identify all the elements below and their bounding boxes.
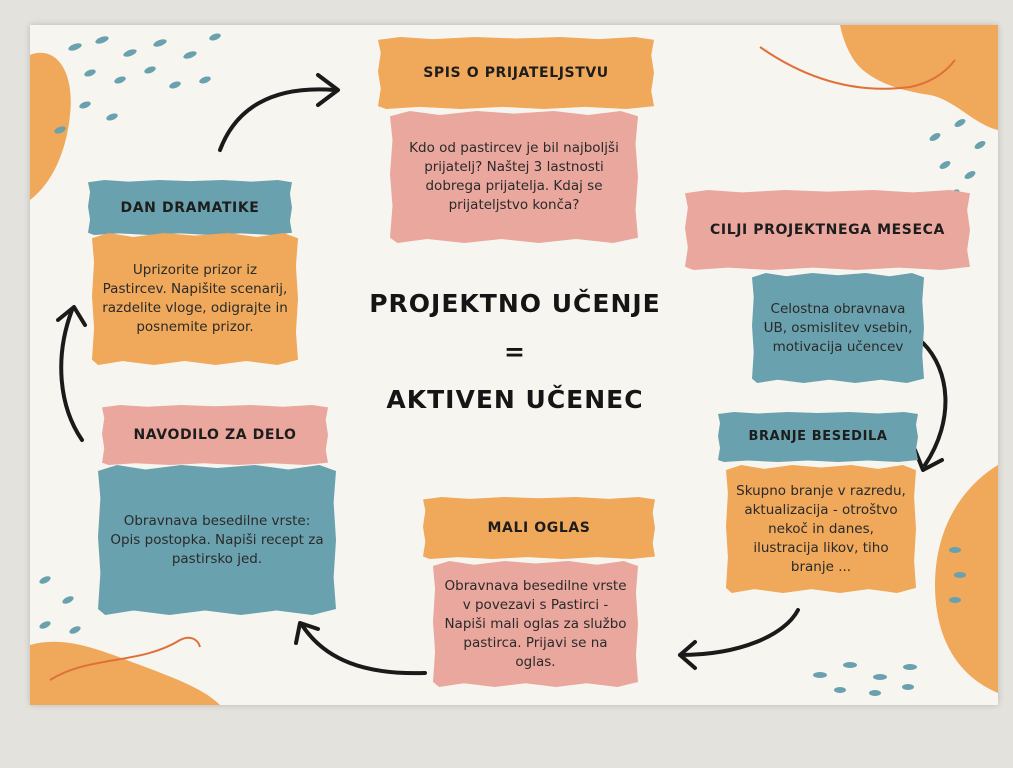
dramatika-text: Uprizorite prizor iz Pastircev. Napišite… (102, 262, 288, 335)
cilji-title: CILJI PROJEKTNEGA MESECA (710, 222, 945, 238)
arrow-navodilo-to-dramatika (56, 305, 87, 442)
spis-text: Kdo od pastircev je bil najboljši prijat… (409, 140, 619, 213)
central-title-line-3: AKTIVEN UČENEC (386, 385, 644, 414)
arrow-oglas-to-navodilo (294, 621, 427, 676)
central-title: PROJEKTNO UČENJE = AKTIVEN UČENEC (330, 280, 700, 424)
cilji-text-card: Celostna obravnava UB, osmislitev vsebin… (752, 273, 924, 383)
central-title-equals: = (504, 337, 526, 366)
oglas-text: Obravnava besedilne vrste v povezavi s P… (444, 577, 627, 670)
oglas-title: MALI OGLAS (487, 520, 591, 536)
oglas-text-card: Obravnava besedilne vrste v povezavi s P… (433, 561, 638, 687)
branje-text: Skupno branje v razredu, aktualizacija -… (736, 482, 906, 575)
poster: SPIS O PRIJATELJSTVU Kdo od pastircev je… (30, 25, 998, 705)
cilji-title-card: CILJI PROJEKTNEGA MESECA (685, 190, 970, 270)
orange-blob-bottom-left (30, 641, 220, 705)
blue-dashes-top-right (929, 119, 986, 197)
blue-dashes-bottom-left (39, 576, 81, 634)
branje-title: BRANJE BESEDILA (748, 429, 888, 444)
orange-line-top-right (759, 46, 956, 90)
orange-blob-top-left (30, 52, 71, 200)
navodilo-title-card: NAVODILO ZA DELO (102, 405, 328, 465)
branje-text-card: Skupno branje v razredu, aktualizacija -… (726, 465, 916, 593)
navodilo-text-card: Obravnava besedilne vrste: Opis postopka… (98, 465, 336, 615)
orange-blob-top-right (840, 25, 998, 130)
navodilo-text: Obravnava besedilne vrste: Opis postopka… (110, 512, 324, 567)
orange-blob-right (935, 465, 998, 693)
branje-title-card: BRANJE BESEDILA (718, 412, 918, 462)
blue-dashes-top-left (54, 33, 221, 134)
oglas-title-card: MALI OGLAS (423, 497, 655, 559)
spis-text-card: Kdo od pastircev je bil najboljši prijat… (390, 111, 638, 243)
spis-title: SPIS O PRIJATELJSTVU (423, 65, 609, 81)
spis-title-card: SPIS O PRIJATELJSTVU (378, 37, 654, 109)
blue-dashes-bottom-right (813, 547, 966, 696)
orange-line-bottom-left (49, 636, 201, 681)
dramatika-title: DAN DRAMATIKE (120, 199, 260, 216)
cilji-text: Celostna obravnava UB, osmislitev vsebin… (763, 300, 913, 355)
decor-layer (30, 25, 998, 705)
dramatika-title-card: DAN DRAMATIKE (88, 180, 292, 235)
navodilo-title: NAVODILO ZA DELO (133, 427, 297, 443)
central-title-line-1: PROJEKTNO UČENJE (369, 289, 661, 318)
arrow-dramatika-to-spis (218, 73, 340, 152)
arrow-branje-to-oglas (678, 608, 800, 670)
arrow-cilji-to-branje (913, 341, 948, 472)
dramatika-text-card: Uprizorite prizor iz Pastircev. Napišite… (92, 233, 298, 365)
